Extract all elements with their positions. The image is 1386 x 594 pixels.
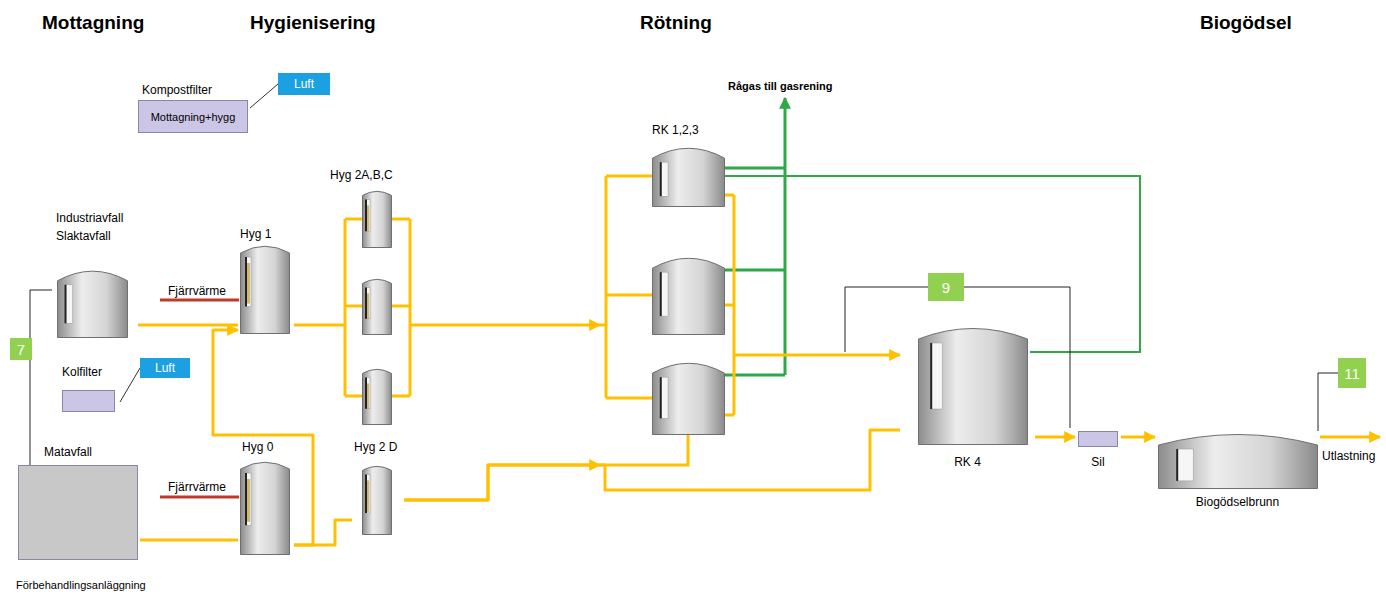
label-holder: Hyg 2A,B,C [330,165,393,183]
label-holder: Kompostfilter [142,80,212,98]
tank-symbol [362,465,392,535]
label-holder: Fjärrvärme [168,477,226,495]
callout-box: 11 [1338,358,1366,388]
tank-label: RK 1,2,3 [652,123,699,137]
tank-symbol [652,255,725,335]
callout-number: 11 [1344,365,1360,382]
section-title: Hygienisering [250,12,376,33]
filter-box: Sil [1075,428,1121,470]
label-holder: Hygienisering [250,12,376,34]
flow-line [294,520,352,545]
tank-label: RK 4 [954,455,981,469]
heat-line [160,299,239,302]
annotation: Fjärrvärme [168,284,226,298]
tank-node: RK 1,2,3 [600,120,740,480]
filter-box: Matavfall [16,442,140,562]
filter-rect [62,390,115,412]
flow-line [294,324,330,327]
tank-node: Hyg 2A,B,C [330,165,425,430]
filter-rect [18,465,138,560]
label-holder: Industriavfall Slaktavfall [56,208,138,244]
callout-box: 7 [10,338,32,360]
label-holder: Biogödsel [1200,12,1292,34]
label-holder: Rötning [640,12,712,34]
tank-node: Industriavfall Slaktavfall [52,208,138,338]
filter-box: Kolfilter [60,362,120,414]
tank-label: Hyg 1 [240,227,271,241]
flow-line [138,324,238,327]
label-holder: Hyg 1 [240,224,271,242]
label-holder: Kolfilter [62,362,102,380]
label-holder: Matavfall [44,442,92,460]
tank-label: Biogödselbrunn [1196,495,1279,509]
flow-line [740,354,900,357]
flow-line [1035,436,1075,439]
label-holder: Biogödselbrunn [1155,492,1320,510]
flow-line [404,430,900,500]
tank-label: Matavfall [44,445,92,459]
outlet-arrow [1320,436,1380,439]
section-title: Rötning [640,12,712,33]
tank-label: Sil [1091,455,1104,469]
label-holder: RK 1,2,3 [652,120,699,138]
tank-symbol [652,145,725,207]
annotation: Rågas till gasrening [728,80,833,92]
air-box: Luft [278,73,330,95]
flow-line [404,465,600,500]
callout-number: 9 [942,279,950,296]
section-title: Biogödsel [1200,12,1292,33]
label-holder: Mottagning [42,12,144,34]
tank-label: Kolfilter [62,365,102,379]
tank-symbol [240,244,290,334]
tank-symbol [362,278,392,335]
tank-label: Hyg 0 [242,440,273,454]
leader-line [250,84,278,108]
filter-rect [1078,431,1118,447]
tank-label: Hyg 2 D [354,440,397,454]
tank-node: Biogödselbrunn [1155,428,1320,510]
tank-symbol [240,460,290,555]
filter-box: Mottagning+hygg Kompostfilter [138,80,250,135]
section-title: Mottagning [42,12,144,33]
heat-line [160,496,239,499]
annotation: Förbehandlingsanläggning [16,579,146,591]
gas-line [725,98,1140,375]
box-text: Mottagning+hygg [151,110,236,124]
tank-node: Hyg 2 D [352,437,404,537]
callout-number: 7 [17,341,25,358]
tank-symbol [362,368,392,425]
tank-symbol [918,325,1028,445]
flow-line [1121,436,1155,439]
annotation: Fjärrvärme [168,480,226,494]
label-holder: Utlastning [1322,446,1375,464]
box-text: Luft [294,77,314,91]
tank-label: Hyg 2A,B,C [330,168,393,182]
leader-line [120,368,140,402]
tank-label: Industriavfall Slaktavfall [56,211,123,243]
label-holder: Hyg 2 D [354,437,397,455]
label-holder: RK 4 [900,452,1035,470]
tank-symbol [652,360,725,435]
tank-node: Hyg 0 [238,437,294,557]
air-box: Luft [140,358,190,378]
flow-line [140,539,238,542]
tank-symbol [362,190,392,248]
tank-node: Hyg 1 [238,224,294,336]
tank-symbol [57,268,128,338]
tank-node: RK 4 [900,320,1035,470]
label-holder: Förbehandlingsanläggning [16,575,146,593]
label-holder: Hyg 0 [242,437,273,455]
box-text: Luft [155,361,175,375]
label-holder: Rågas till gasrening [728,76,833,94]
flow-line [425,324,600,327]
callout-box: 9 [928,273,964,301]
label-holder: Fjärrvärme [168,281,226,299]
label-holder: Sil [1075,452,1121,470]
filter-rect: Mottagning+hygg [138,100,248,133]
tank-label: Kompostfilter [142,83,212,97]
annotation: Utlastning [1322,449,1375,463]
tank-symbol [1158,431,1318,489]
